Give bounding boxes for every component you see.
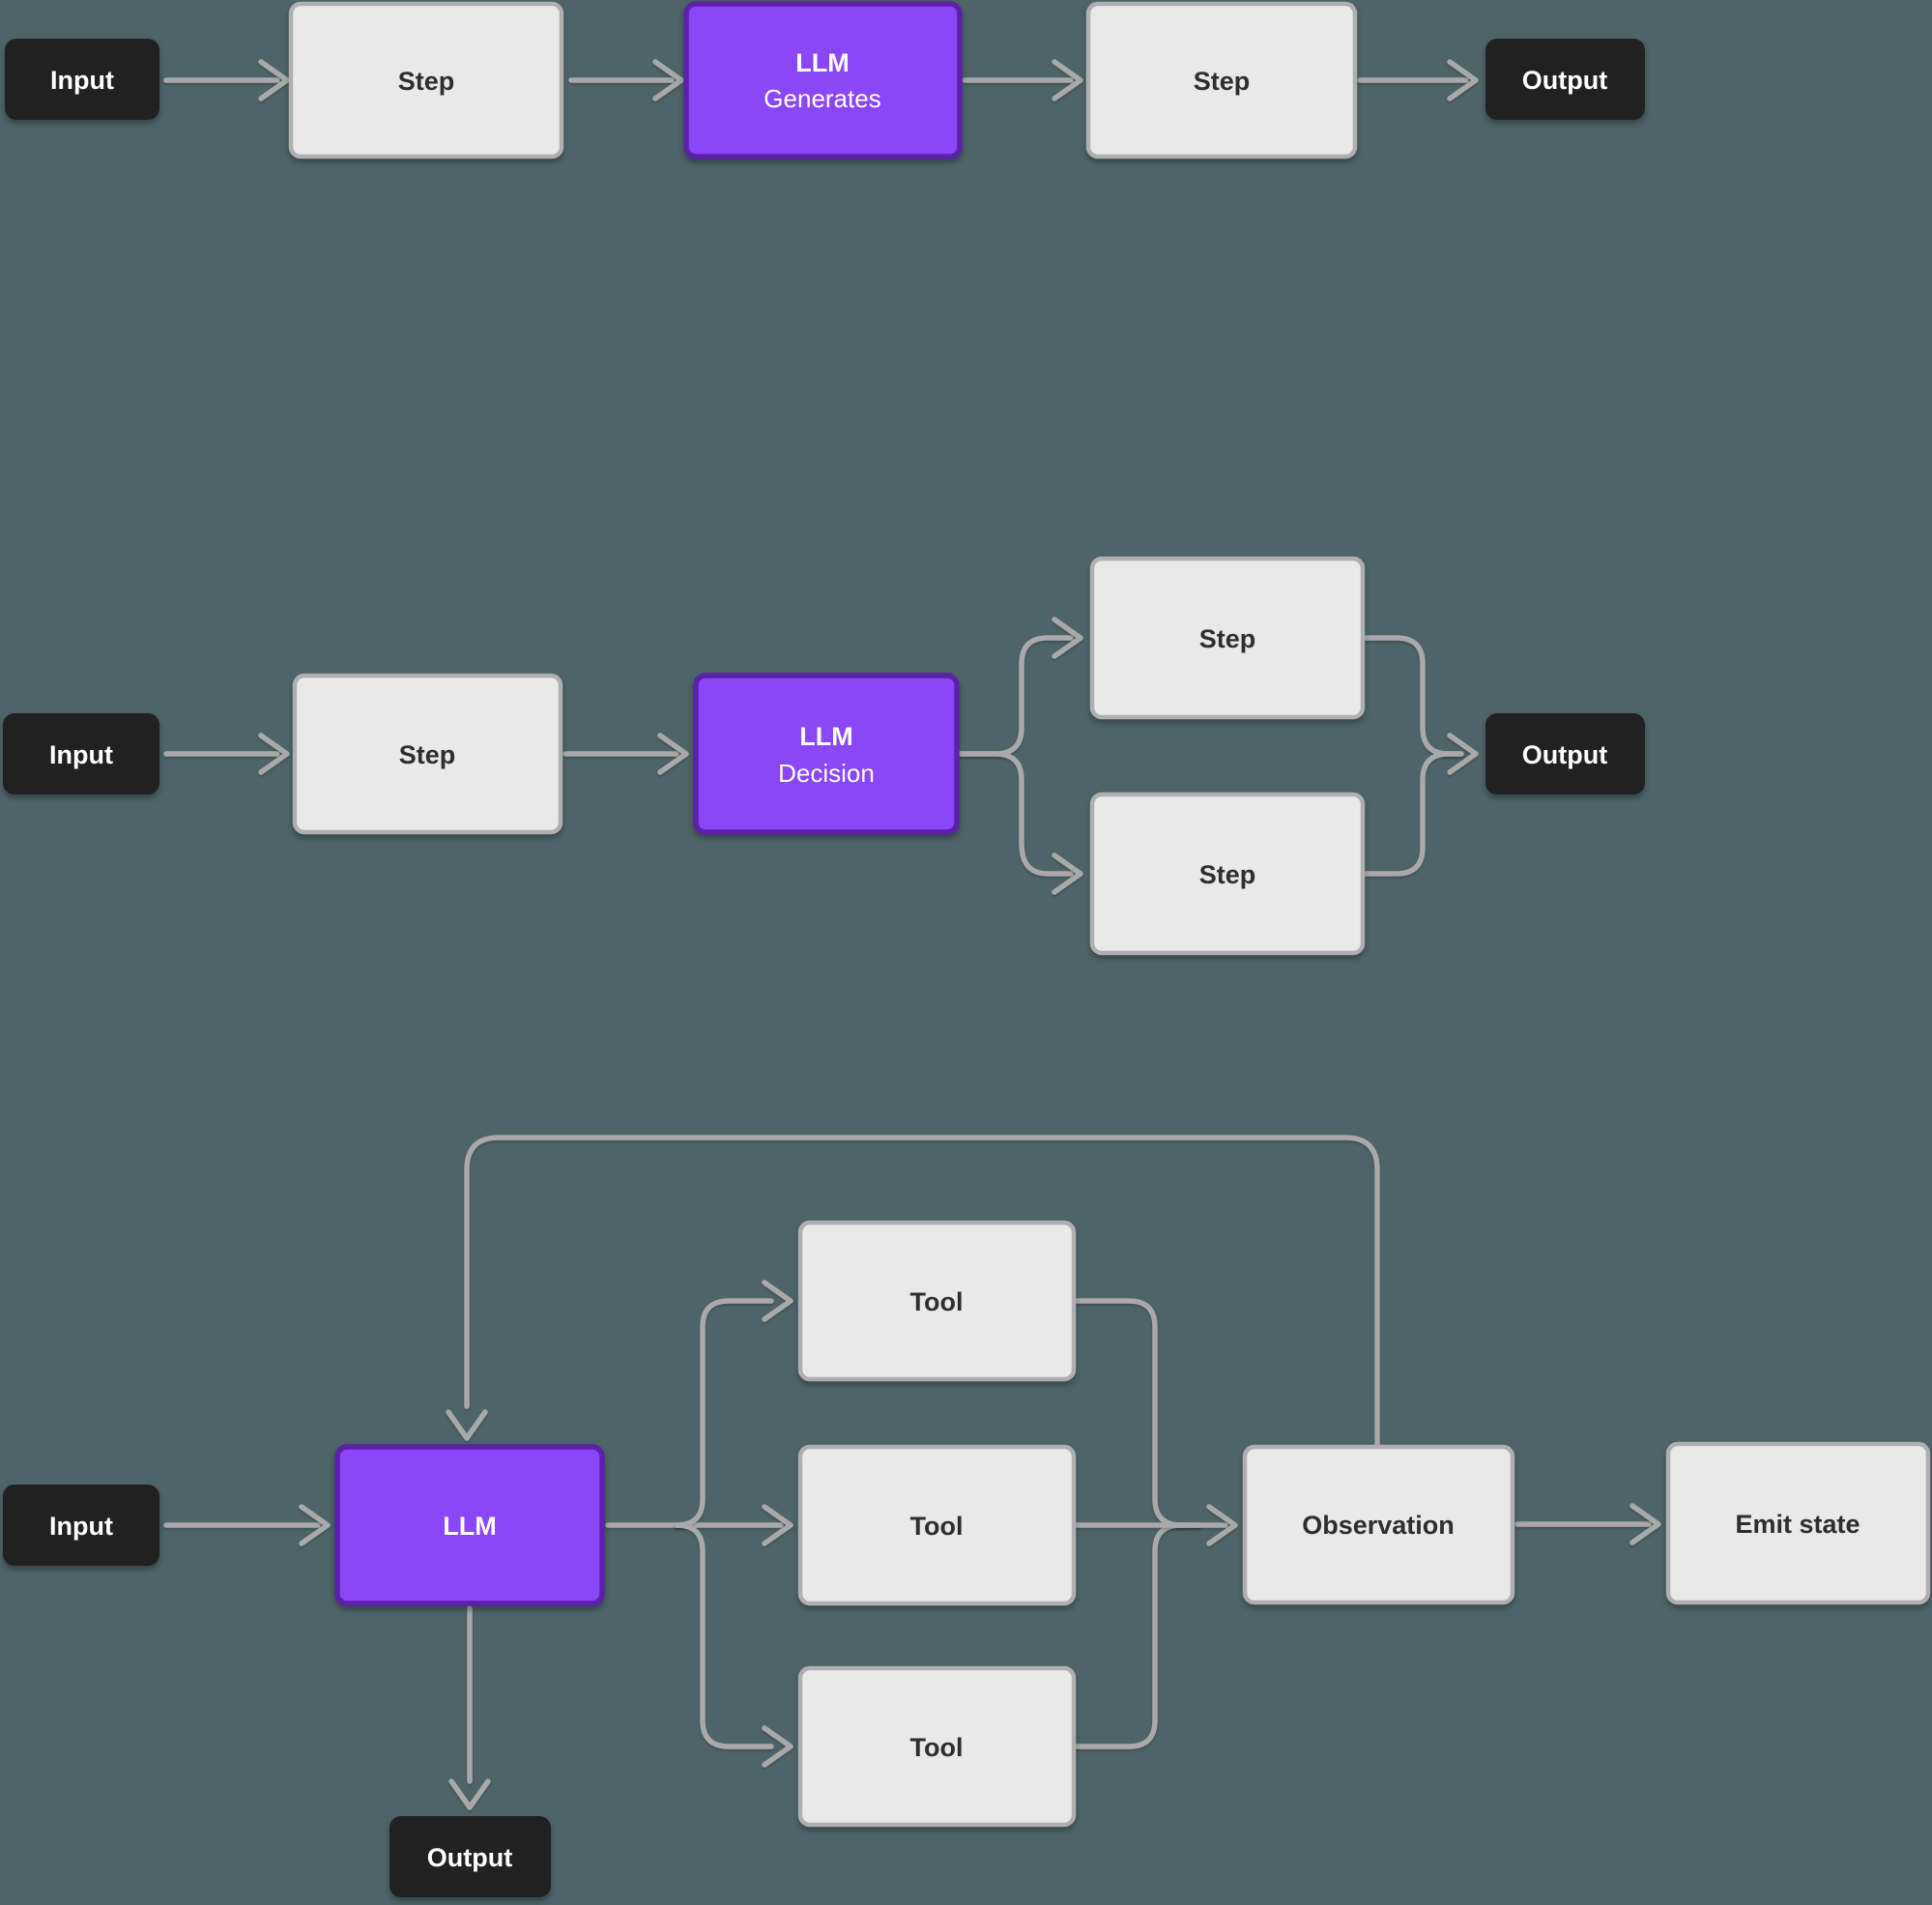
router-output-node (1485, 713, 1645, 794)
agent-edge-llm-tool-top (674, 1298, 774, 1528)
agent-input-label: Input (49, 1512, 113, 1541)
router-llm-decision-node (693, 673, 960, 835)
chain-arrowhead-output (1447, 59, 1479, 101)
agent-emit-state-node (1665, 1441, 1931, 1605)
agent-output-node (389, 1816, 551, 1897)
chain-step-1-label: Step (398, 67, 455, 96)
router-step-bottom-label: Step (1199, 860, 1256, 889)
router-llm-label-line1: LLM (799, 722, 852, 751)
agent-output-label: Output (427, 1843, 512, 1872)
agent-llm-label: LLM (443, 1512, 496, 1541)
agent-tool-top-node (797, 1220, 1077, 1382)
router-edge-merge-bottom (1360, 751, 1464, 877)
chain-output-node (1485, 39, 1645, 120)
agent-arrowhead-output (448, 1778, 491, 1810)
chain-input-label: Input (50, 66, 114, 95)
router-arrowhead-step-bottom (1052, 852, 1083, 895)
chain-diagram: Input Step LLM Generates Step Output (5, 1, 1645, 159)
router-step-node (292, 673, 563, 835)
router-step-top-node (1089, 556, 1366, 720)
chain-step-2-label: Step (1194, 67, 1251, 96)
agent-arrowhead-loop-llm (446, 1409, 488, 1441)
agent-diagram: Input LLM Tool Tool Tool Observation Emi… (3, 1135, 1931, 1897)
router-step-label: Step (399, 740, 456, 769)
chain-step-2-node (1085, 1, 1358, 159)
router-input-label: Input (49, 740, 113, 769)
agent-edge-tool-top-observation (1071, 1298, 1201, 1528)
chain-input-node (5, 39, 159, 120)
agent-edge-feedback-loop (464, 1135, 1380, 1450)
chain-arrowhead-step1 (258, 59, 290, 101)
router-step-top-label: Step (1199, 624, 1256, 653)
agent-arrowhead-observation (1206, 1504, 1238, 1546)
agent-arrowhead-emit (1629, 1503, 1661, 1545)
agent-input-node (3, 1485, 159, 1566)
agent-edge-tool-bottom-observation (1071, 1522, 1201, 1749)
agent-tool-top-label: Tool (910, 1287, 964, 1316)
agent-arrowhead-tool-bottom (762, 1725, 793, 1768)
agent-arrowhead-tool-top (762, 1280, 793, 1322)
agent-observation-node (1242, 1444, 1515, 1605)
router-diagram: Input Step LLM Decision Step Step Output (3, 556, 1645, 956)
agent-llm-node (334, 1444, 605, 1606)
chain-arrowhead-step2 (1052, 59, 1083, 101)
router-arrowhead-step (258, 733, 290, 775)
router-arrowhead-step-top (1052, 617, 1083, 659)
agent-tool-bottom-label: Tool (910, 1733, 964, 1762)
router-output-label: Output (1522, 740, 1607, 769)
chain-step-1-node (288, 1, 564, 159)
chain-output-label: Output (1522, 66, 1607, 95)
chain-llm-generates-node (683, 1, 963, 159)
chain-llm-label-line2: Generates (764, 84, 880, 113)
agent-tool-middle-label: Tool (910, 1512, 964, 1541)
agent-arrowhead-llm (299, 1504, 331, 1546)
agent-emit-state-label: Emit state (1735, 1510, 1860, 1539)
chain-llm-label-line1: LLM (795, 48, 849, 77)
agent-arrowhead-tool-middle (762, 1504, 793, 1546)
agent-observation-label: Observation (1302, 1511, 1455, 1540)
router-arrowhead-output (1447, 733, 1479, 775)
router-step-bottom-node (1089, 792, 1366, 956)
agent-tool-bottom-node (797, 1665, 1077, 1828)
agent-tool-middle-node (797, 1444, 1077, 1606)
router-edge-merge-top (1360, 635, 1464, 757)
router-arrowhead-llm (657, 733, 689, 775)
chain-arrowhead-llm (652, 59, 684, 101)
router-llm-label-line2: Decision (778, 759, 875, 788)
agent-edge-llm-tool-bottom (674, 1522, 774, 1749)
router-input-node (3, 713, 159, 794)
router-edge-split-bottom (954, 751, 1074, 877)
